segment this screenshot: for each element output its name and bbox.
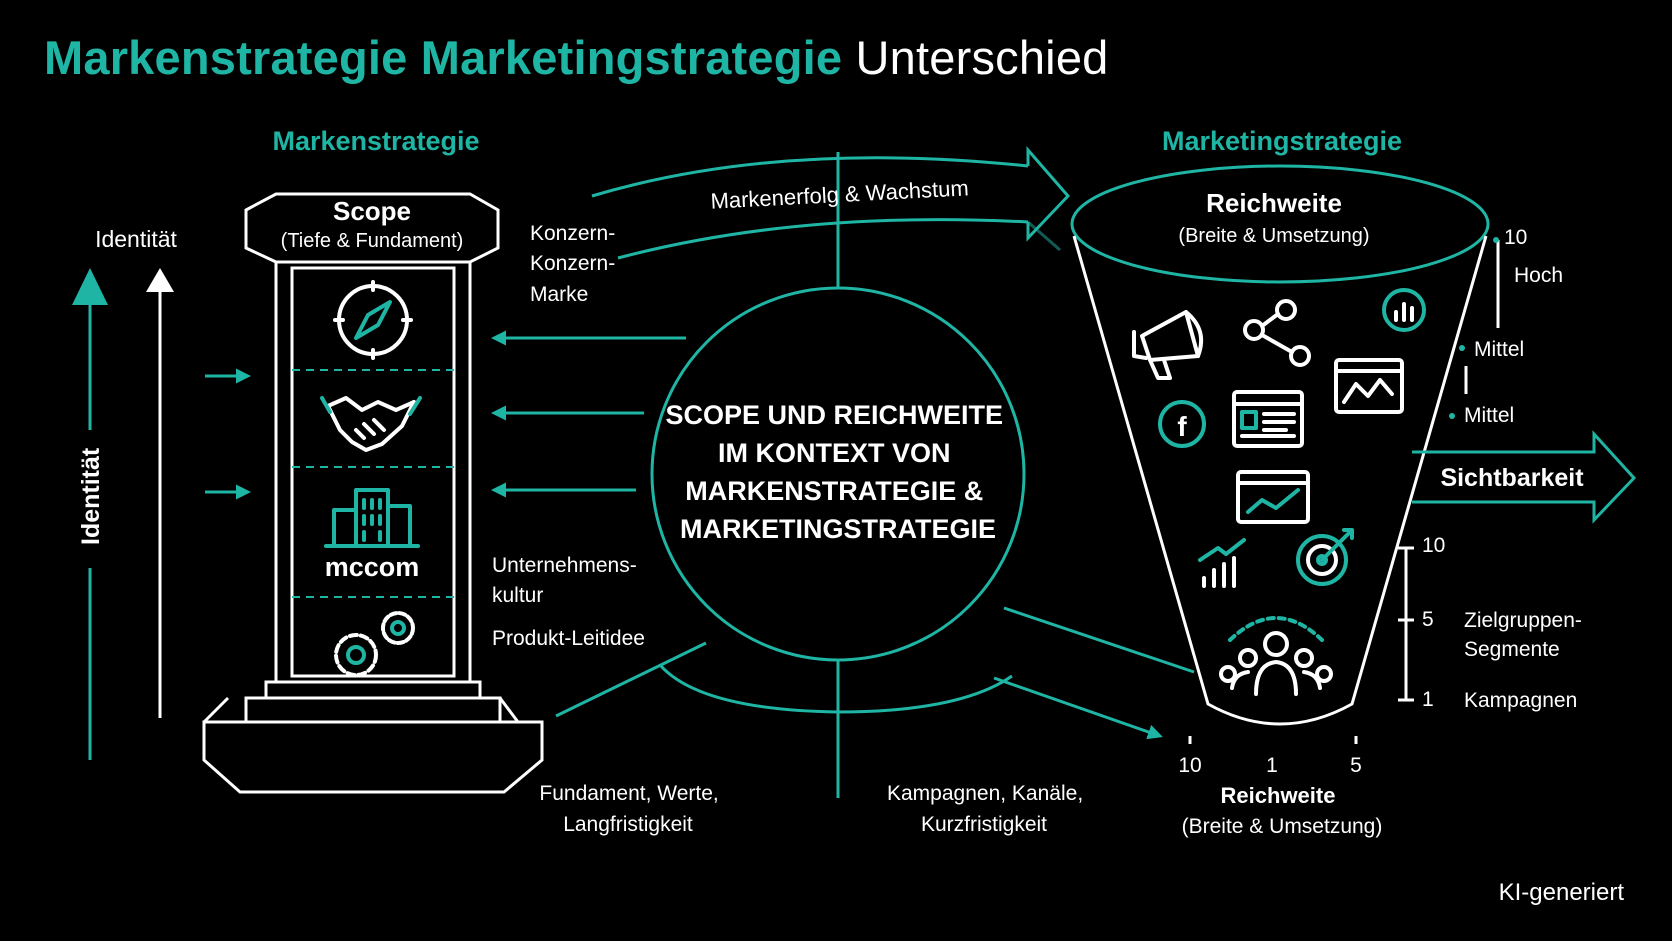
- center-circle: [650, 286, 1026, 662]
- megaphone-icon: [1132, 310, 1203, 380]
- ai-generated-note: KI-generiert: [1498, 879, 1624, 906]
- reach-subtitle: (Breite & Umsetzung): [1178, 225, 1369, 247]
- bottom-tick-1: 1: [1266, 754, 1278, 777]
- bar-chart-circle-icon: [1382, 288, 1426, 332]
- label-kultur: Unternehmens- kultur: [492, 554, 643, 607]
- scale-bottom: [1398, 546, 1414, 702]
- web-page-icon: [1232, 390, 1304, 448]
- sichtbarkeit-label: Sichtbarkeit: [1440, 464, 1584, 492]
- page-title: Markenstrategie Marketingstrategie Unter…: [44, 30, 1109, 85]
- title-plain: Unterschied: [855, 31, 1109, 84]
- label-zielgruppen: Zielgruppen- Segmente: [1464, 609, 1588, 661]
- scale-top-mittel-1: Mittel: [1474, 338, 1524, 361]
- analytics-window-icon: [1334, 358, 1404, 414]
- growth-chart-icon: [1198, 538, 1246, 588]
- facebook-icon: f: [1158, 400, 1206, 448]
- bottom-tick-10: 10: [1178, 754, 1201, 777]
- label-kampagnen: Kampagnen: [1464, 689, 1577, 712]
- bottom-tick-5: 5: [1350, 754, 1362, 777]
- sichtbarkeit-arrow: [1412, 430, 1637, 524]
- identity-axis-label: Identität: [77, 447, 105, 545]
- right-heading: Marketingstrategie: [1162, 126, 1402, 156]
- scale-bottom-5: 5: [1422, 608, 1434, 631]
- label-produkt: Produkt-Leitidee: [492, 627, 645, 650]
- scope-pillar: [202, 192, 544, 794]
- center-connectors: [491, 145, 1195, 798]
- scale-top-hoch: Hoch: [1514, 264, 1563, 287]
- center-circle-text: SCOPE UND REICHWEITE IM KONTEXT VON MARK…: [665, 400, 1010, 544]
- company-logo-text: mccom: [325, 552, 420, 582]
- label-konzern: Konzern- Konzern- Marke: [530, 222, 621, 306]
- scale-top-10: 10: [1504, 226, 1527, 249]
- label-kampagnen-kanaele: Kampagnen, Kanäle, Kurzfristigkeit: [887, 782, 1089, 836]
- trend-window-icon: [1236, 470, 1310, 524]
- arc-label: Markenerfolg & Wachstum: [710, 175, 969, 213]
- label-fundament: Fundament, Werte, Langfristigkeit: [539, 782, 724, 836]
- bottom-reach-title: Reichweite: [1221, 783, 1336, 808]
- share-icon: [1243, 299, 1311, 367]
- buildings-icon: [324, 488, 420, 548]
- gears-icon: [334, 611, 415, 677]
- scale-bottom-10: 10: [1422, 534, 1445, 557]
- reach-title: Reichweite: [1206, 188, 1342, 218]
- scope-subtitle: (Tiefe & Fundament): [281, 230, 464, 252]
- identity-top-label: Identität: [95, 226, 177, 252]
- scale-top: [1449, 237, 1500, 419]
- scale-bottom-1: 1: [1422, 688, 1434, 711]
- funnel-bottom-ticks: [1188, 736, 1358, 744]
- handshake-icon: [320, 396, 422, 452]
- bottom-reach-subtitle: (Breite & Umsetzung): [1182, 815, 1383, 838]
- title-accent: Markenstrategie Marketingstrategie: [44, 31, 843, 84]
- audience-icon: [1219, 616, 1333, 696]
- svg-text:f: f: [1177, 411, 1187, 442]
- scope-title: Scope: [333, 196, 411, 226]
- left-heading: Markenstrategie: [272, 126, 479, 156]
- identity-axis: Identität: [72, 268, 174, 760]
- reach-funnel: [1070, 164, 1490, 726]
- scale-top-mittel-2: Mittel: [1464, 404, 1514, 427]
- compass-icon: [333, 280, 413, 360]
- target-icon: [1296, 528, 1354, 586]
